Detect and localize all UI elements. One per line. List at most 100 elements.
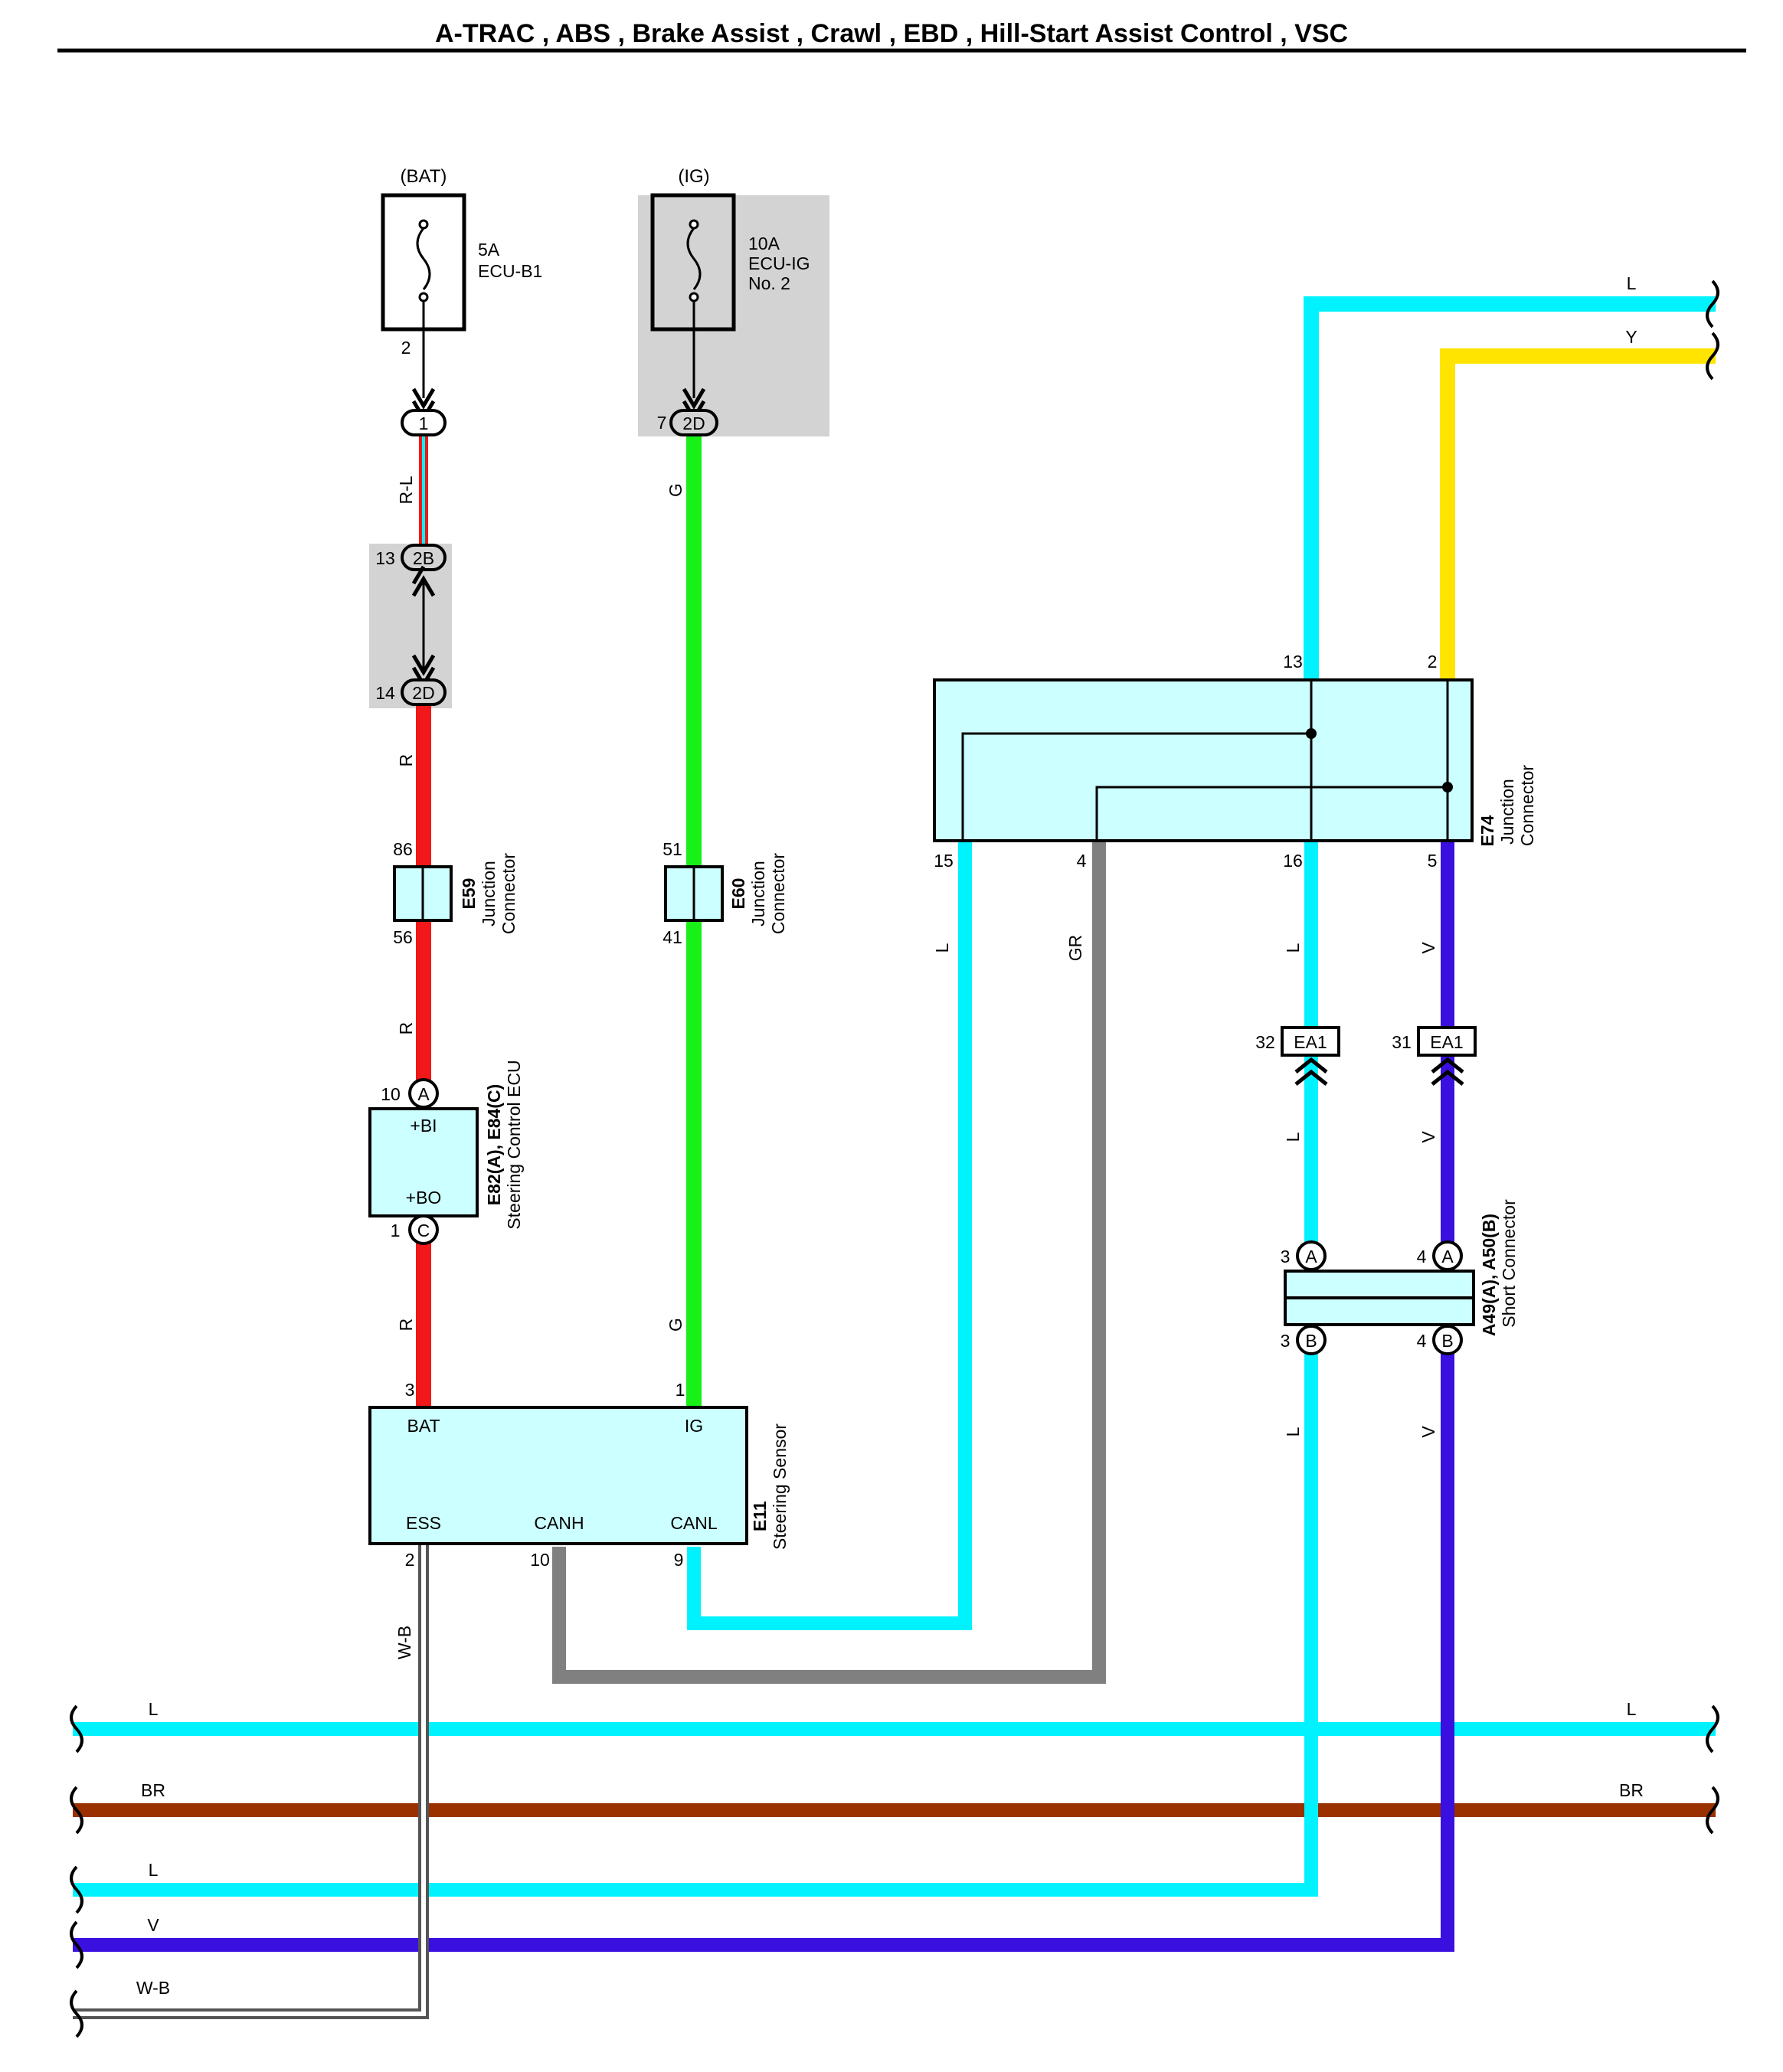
wire-label-gr: GR [1065,935,1085,962]
e74-pin-2: 2 [1428,652,1438,672]
wire-label-r: R [396,754,416,767]
short-connector-name: Short Connector [1499,1199,1519,1328]
ig-supply-label: (IG) [678,166,709,187]
steering-sensor-box [368,1406,748,1545]
wire-label-l: L [1283,1132,1303,1142]
ea1-right-box [1417,1026,1477,1057]
bus-label-l-left: L [149,1699,159,1719]
e60-line2: Connector [768,853,788,934]
wire-label-r: R [396,1022,416,1035]
short-conn-b-right [1432,1325,1463,1355]
short-conn-a-right-label: A [1441,1247,1454,1266]
wire-label-l: L [932,943,952,953]
bat-fuse-pin: 2 [401,338,411,358]
fuse-icon [416,219,431,329]
short-conn-b-left [1296,1325,1327,1355]
sensor-term-bat: BAT [407,1416,440,1436]
e59-pin-bottom: 56 [393,927,413,947]
ecu-conn-c-label: C [417,1221,430,1240]
e74-pin-16: 16 [1283,851,1303,871]
conn-2b-pin: 13 [375,548,395,568]
conn-2d-pin: 14 [375,683,395,703]
ea1-right-arrow [1431,1057,1464,1086]
short-conn-b-right-label: B [1441,1331,1453,1351]
wire-rl-stripe [422,434,425,547]
short-conn-a-left-label: A [1305,1247,1317,1266]
ig-fuse-name2: No. 2 [748,273,790,293]
e60-pin-bottom: 41 [662,927,682,947]
e59-code: E59 [459,878,479,910]
wire-label-l: L [1627,273,1637,293]
ea1-left-pin: 32 [1255,1032,1275,1052]
wire-label-l: L [1283,1427,1303,1436]
e60-code: E60 [728,878,748,910]
e74-splice-dot [1442,782,1453,793]
short-connector-code: A49(A), A50(B) [1479,1214,1499,1336]
e74-code: E74 [1477,815,1497,846]
steering-ecu-code: E82(A), E84(C) [484,1084,504,1205]
short-conn-pin-tr: 4 [1417,1247,1427,1266]
ea1-right-pin: 31 [1392,1032,1412,1052]
bus-label-wb: W-B [136,1978,170,1998]
bat-fuse-rating: 5A [478,240,500,260]
wire-label-v: V [1418,1131,1438,1143]
ig-fuse-rating: 10A [748,234,780,253]
ecu-conn-c [408,1214,439,1245]
ea1-left-label: EA1 [1294,1032,1327,1052]
e59-pin-top: 86 [393,839,413,859]
sensor-term-ess: ESS [406,1513,441,1533]
bus-label-v: V [147,1915,159,1935]
e74-internal-wiring [961,680,1449,841]
short-conn-pin-tl: 3 [1281,1247,1291,1266]
wire-breaks-right [1706,279,1719,1835]
conn-2d-oval [401,678,447,706]
ecu-term-top: +BI [410,1116,437,1136]
steering-ecu-name: Steering Control ECU [504,1060,524,1229]
wire-canh-gr [552,842,1106,1684]
ig-connector-pin: 7 [657,413,667,433]
wire-label-v: V [1418,1426,1438,1438]
bus-label-l-lower: L [149,1860,159,1880]
bat-fuse-name: ECU-B1 [478,261,542,281]
bat-connector-label: 1 [419,413,429,433]
ecu-conn-a-label: A [417,1084,430,1104]
diagram-title: A-TRAC , ABS , Brake Assist , Crawl , EB… [435,19,1348,48]
wire-label-wb: W-B [394,1626,414,1659]
ig-fuse-name1: ECU-IG [748,253,810,273]
ecu-pin-top: 10 [381,1084,401,1104]
wire-breaks-left [70,1704,83,2038]
wire-wb-inner [73,1543,426,2016]
ig-connector-oval [669,409,718,436]
conn-2d-label: 2D [412,683,434,703]
wire-label-v: V [1418,942,1438,954]
e74-pin-13: 13 [1283,652,1303,672]
sensor-pin-bat: 3 [405,1380,415,1400]
sensor-pin-ess: 2 [405,1550,415,1570]
conn-2b-label: 2B [413,548,434,568]
e60-pin-top: 51 [662,839,682,859]
sensor-pin-canh: 10 [530,1550,550,1570]
short-conn-b-left-label: B [1305,1331,1317,1351]
wire-l-top [1304,296,1716,680]
wire-label-r: R [396,1319,416,1332]
steering-sensor-name: Steering Sensor [770,1423,790,1550]
ea1-right-label: EA1 [1430,1032,1463,1052]
bus-label-br-right: BR [1619,1780,1644,1800]
ea1-left-box [1281,1026,1340,1057]
e74-line2: Connector [1517,765,1537,846]
wire-v-right [73,842,1454,1952]
bus-label-br-left: BR [141,1780,165,1800]
wire-canl-l [687,842,972,1630]
junction-arrow-up [411,565,436,597]
e74-splice-dot [1306,728,1317,739]
sensor-term-canl: CANL [670,1513,718,1533]
fuse-icon [686,219,702,329]
bat-supply-label: (BAT) [401,166,447,187]
short-conn-pin-br: 4 [1417,1331,1427,1351]
sensor-pin-canl: 9 [674,1550,684,1570]
sensor-term-ig: IG [685,1416,703,1436]
ecu-term-bottom: +BO [406,1188,442,1208]
wire-label-l: L [1283,943,1303,953]
sensor-pin-ig: 1 [676,1380,685,1400]
